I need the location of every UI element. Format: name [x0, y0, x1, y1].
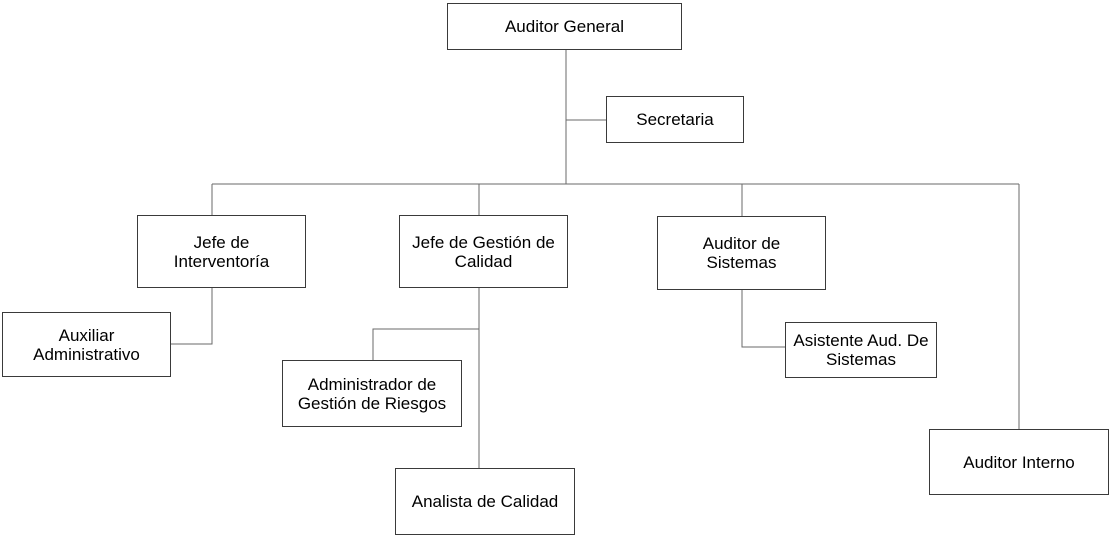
jefe-interventoria-box: Jefe de Interventoría [137, 215, 306, 288]
analista-calidad-label: Analista de Calidad [411, 492, 559, 511]
asistente-sistemas-box: Asistente Aud. De Sistemas [785, 322, 937, 378]
jefe-interventoria-label: Jefe de Interventoría [173, 232, 270, 271]
auditor-general-label: Auditor General [504, 17, 625, 36]
auditor-interno-label: Auditor Interno [963, 452, 1075, 472]
auditor-sistemas-label: Auditor de Sistemas [702, 234, 781, 272]
jefe-gestion-calidad-label: Jefe de Gestión de Calidad [412, 232, 555, 271]
connector-administrador [372, 328, 479, 360]
asistente-sistemas-label: Asistente Aud. De Sistemas [793, 331, 929, 369]
connector-auxiliar [170, 288, 213, 345]
jefe-gestion-calidad-box: Jefe de Gestión de Calidad [399, 215, 568, 288]
auxiliar-administrativo-box: Auxiliar Administrativo [2, 312, 171, 377]
connector-asistente [741, 290, 786, 348]
auxiliar-administrativo-label: Auxiliar Administrativo [33, 325, 140, 364]
administrador-riesgos-box: Administrador de Gestión de Riesgos [282, 360, 462, 427]
administrador-riesgos-label: Administrador de Gestión de Riesgos [297, 374, 447, 413]
secretaria-box: Secretaria [606, 96, 744, 143]
auditor-general-box: Auditor General [447, 3, 682, 50]
auditor-interno-box: Auditor Interno [929, 429, 1109, 495]
analista-calidad-box: Analista de Calidad [395, 468, 575, 535]
secretaria-label: Secretaria [636, 110, 714, 129]
auditor-sistemas-box: Auditor de Sistemas [657, 216, 826, 290]
